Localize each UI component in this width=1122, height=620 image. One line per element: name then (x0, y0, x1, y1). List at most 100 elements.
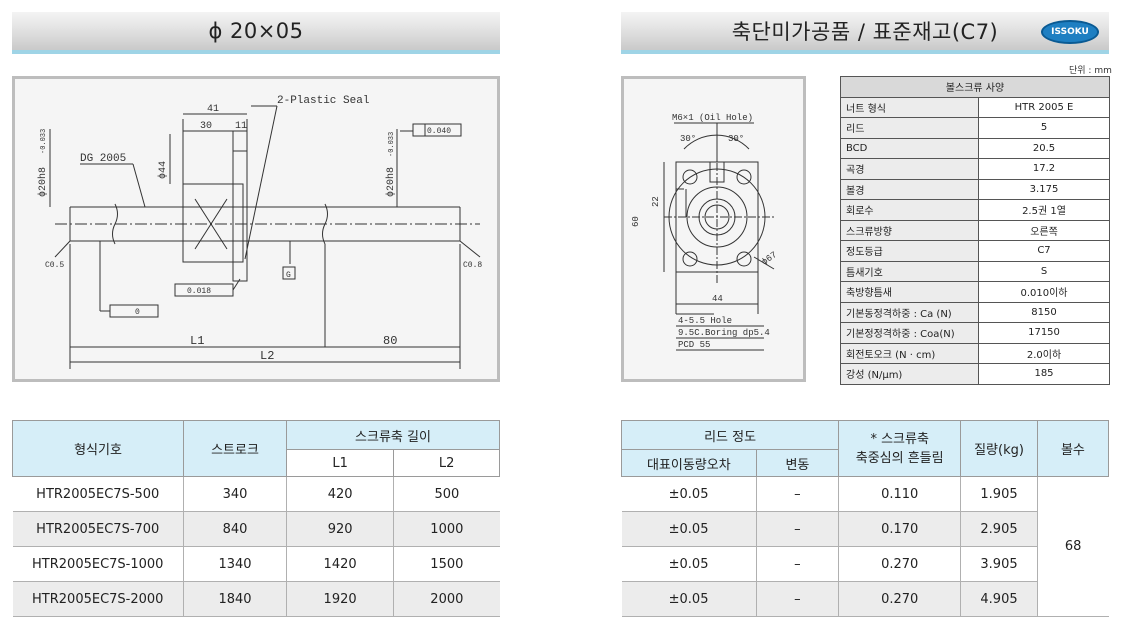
cell-l1: 1920 (285, 581, 394, 617)
spec-value: 8150 (978, 301, 1110, 323)
spec-value: 5 (978, 117, 1110, 139)
col-representative: 대표이동량오차 (621, 449, 757, 477)
cell-model: HTR2005EC7S-1000 (12, 546, 184, 582)
spec-value: 3.175 (978, 178, 1110, 200)
cell-model: HTR2005EC7S-2000 (12, 581, 184, 617)
spec-value: S (978, 260, 1110, 282)
spec-value: 2.0이하 (978, 342, 1110, 364)
table-row: ±0.05 – 0.170 2.905 (621, 511, 1109, 547)
spec-value: C7 (978, 240, 1110, 262)
table-row: HTR2005EC7S-2000 1840 1920 2000 (12, 581, 500, 617)
cell-var: – (755, 476, 839, 512)
cell-var: – (755, 581, 839, 617)
left-title-bar: ϕ 20×05 (12, 12, 500, 54)
hole-label: 4-5.5 Hole (678, 316, 732, 326)
col-l2: L2 (393, 449, 500, 477)
dim-41: 41 (207, 104, 219, 115)
brand-logo: ISSOKU (1041, 20, 1099, 44)
cell-mass: 2.905 (960, 511, 1038, 547)
model-table: 형식기호 스트로크 스크류축 길이 L1 L2 HTR2005EC7S-500 … (12, 420, 500, 617)
cell-mass: 1.905 (960, 476, 1038, 512)
spec-value: 17.2 (978, 158, 1110, 180)
chamfer-left: C0.5 (45, 261, 64, 270)
cell-model: HTR2005EC7S-500 (12, 476, 184, 512)
table-row: ±0.05 – 0.110 1.905 68 (621, 476, 1109, 617)
cell-l2: 1000 (393, 511, 500, 547)
runout-mid: 0.018 (187, 287, 211, 296)
table-row: ±0.05 – 0.270 4.905 (621, 581, 1109, 617)
cell-l2: 2000 (393, 581, 500, 617)
spec-key: 강성 (N/μm) (840, 363, 979, 385)
table-row: HTR2005EC7S-1000 1340 1420 1500 (12, 546, 500, 582)
table-row: ±0.05 – 0.270 3.905 (621, 546, 1109, 582)
col-stroke: 스트로크 (183, 420, 287, 477)
cell-l1: 1420 (285, 546, 394, 582)
cell-l2: 1500 (393, 546, 500, 582)
spec-key: 스크류방향 (840, 219, 979, 241)
spec-key: 기본정정격하중 : Coa(N) (840, 322, 979, 344)
col-length: 스크류축 길이 (286, 420, 500, 450)
dim-80: 80 (383, 334, 397, 348)
cell-runout: 0.270 (838, 581, 961, 617)
col-runout-line1: * 스크류축 (870, 431, 929, 447)
spec-key: 회로수 (840, 199, 979, 221)
dim-44: 44 (712, 294, 723, 304)
spec-value: 2.5권 1열 (978, 199, 1110, 221)
spec-key: BCD (840, 137, 979, 159)
cell-model: HTR2005EC7S-700 (12, 511, 184, 547)
chamfer-right: C0.8 (463, 261, 482, 270)
spec-header: 볼스크류 사양 (840, 76, 1110, 98)
pcd-label: PCD 55 (678, 340, 710, 350)
table-row: HTR2005EC7S-700 840 920 1000 (12, 511, 500, 547)
spec-key: 회전토오크 (N · cm) (840, 342, 979, 364)
cell-stroke: 1840 (183, 581, 287, 617)
cell-stroke: 340 (183, 476, 287, 512)
unit-label: 단위 : mm (1069, 66, 1112, 76)
cell-runout: 0.110 (838, 476, 961, 512)
spec-key: 기본동정격하중 : Ca (N) (840, 301, 979, 323)
right-title: 축단미가공품 / 표준재고(C7) (731, 20, 999, 44)
dim-60: 60 (631, 216, 641, 227)
spec-key: 정도등급 (840, 240, 979, 262)
spec-key: 틈새기호 (840, 260, 979, 282)
cell-l2: 500 (393, 476, 500, 512)
spec-key: 곡경 (840, 158, 979, 180)
cell-balls: 68 (1036, 476, 1109, 617)
right-title-bar: 축단미가공품 / 표준재고(C7) ISSOKU (621, 12, 1109, 54)
dim-30: 30 (200, 121, 212, 132)
phi20h8-left: ϕ20h8 (37, 167, 49, 197)
tol-right: -0.033 (388, 132, 396, 157)
screw-drawing: 41 30 11 2-Plastic Seal DG 2005 ϕ20h8 -0… (12, 76, 500, 382)
col-runout-line2: 축중심의 흔들림 (855, 450, 944, 466)
cell-var: – (755, 546, 839, 582)
l1-label: L1 (190, 334, 204, 348)
spec-value: 오른쪽 (978, 219, 1110, 241)
col-lead-accuracy: 리드 정도 (620, 420, 840, 450)
spec-key: 볼경 (840, 178, 979, 200)
runout-bottom: 0 (135, 308, 140, 317)
cell-rep: ±0.05 (621, 476, 757, 512)
spec-value: HTR 2005 E (978, 96, 1110, 118)
spec-value: 0.010이하 (978, 281, 1110, 303)
angle-1: 30° (680, 134, 696, 144)
boring-label: 9.5C.Boring dp5.4 (678, 328, 770, 338)
phi20h8-right: ϕ20h8 (385, 167, 397, 197)
cell-runout: 0.170 (838, 511, 961, 547)
accuracy-table: 리드 정도 * 스크류축 축중심의 흔들림 질량(kg) 볼수 대표이동량오차 … (620, 420, 1110, 617)
col-runout: * 스크류축 축중심의 흔들림 (838, 420, 962, 477)
spec-key: 축방향틈새 (840, 281, 979, 303)
tol-left: -0.033 (40, 129, 48, 154)
cell-l1: 920 (285, 511, 394, 547)
dim-phi67: ϕ67 (760, 250, 779, 267)
spec-value: 17150 (978, 322, 1110, 344)
l2-label: L2 (260, 349, 274, 363)
spec-value: 20.5 (978, 137, 1110, 159)
col-variation: 변동 (755, 449, 840, 477)
cell-runout: 0.270 (838, 546, 961, 582)
phi44-label: ϕ44 (157, 161, 169, 179)
oil-hole-label: M6×1 (Oil Hole) (672, 113, 753, 123)
cell-rep: ±0.05 (621, 546, 757, 582)
col-l1: L1 (285, 449, 395, 477)
cell-rep: ±0.05 (621, 511, 757, 547)
cell-l1: 420 (285, 476, 394, 512)
